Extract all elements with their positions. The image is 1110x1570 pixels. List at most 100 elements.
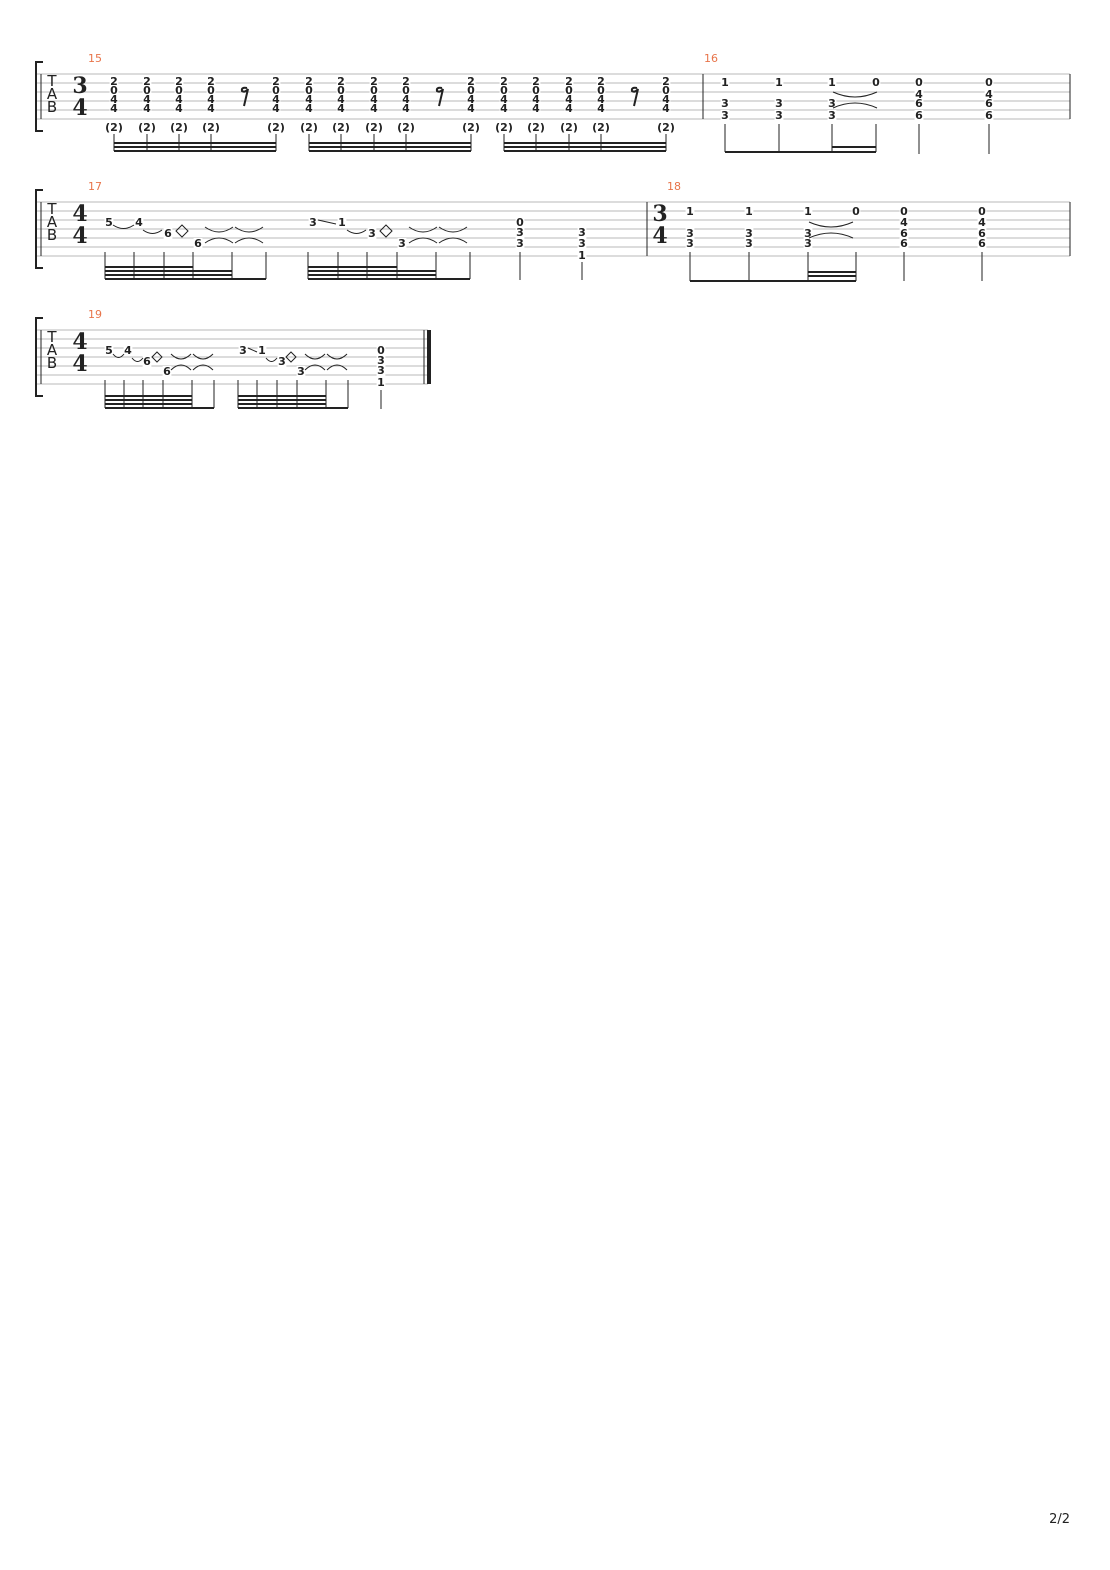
fret-number: 3 xyxy=(278,355,286,368)
fret-backdrop xyxy=(914,98,924,109)
fret-number: 0 xyxy=(532,84,540,97)
fret-number: 0 xyxy=(305,84,313,97)
fret-number: 2 xyxy=(175,75,183,88)
fret-number: 4 xyxy=(272,93,280,106)
fret-backdrop xyxy=(142,94,152,105)
fret-backdrop xyxy=(977,238,987,249)
fret-number: 0 xyxy=(402,84,410,97)
fret-backdrop xyxy=(661,85,671,96)
fret-number: 4 xyxy=(305,102,313,115)
fret-backdrop xyxy=(104,217,114,228)
fret-number: 4 xyxy=(467,102,475,115)
fret-number: 4 xyxy=(900,216,908,229)
time-signature-denominator: 4 xyxy=(652,223,667,249)
fret-backdrop xyxy=(492,122,516,133)
fret-number: 6 xyxy=(143,355,151,368)
harmonic-arc-bottom xyxy=(304,364,326,371)
harmonic-arc-top xyxy=(170,353,192,360)
tab-clef-letter: T xyxy=(46,200,57,218)
fret-number: 3 xyxy=(297,365,305,378)
fret-number: 3 xyxy=(828,97,836,110)
fret-backdrop xyxy=(466,85,476,96)
ghost-fret: (2) xyxy=(495,121,513,134)
fret-number: 2 xyxy=(467,75,475,88)
system-bracket xyxy=(35,317,43,397)
fret-number: 0 xyxy=(175,84,183,97)
fret-number: 0 xyxy=(272,84,280,97)
fret-backdrop xyxy=(134,217,144,228)
fret-backdrop xyxy=(914,77,924,88)
fret-number: 0 xyxy=(597,84,605,97)
fret-backdrop xyxy=(376,355,386,366)
fret-number: 2 xyxy=(597,75,605,88)
fret-backdrop xyxy=(899,238,909,249)
fret-backdrop xyxy=(304,85,314,96)
fret-number: 0 xyxy=(985,76,993,89)
fret-backdrop xyxy=(851,206,861,217)
fret-number: 4 xyxy=(207,93,215,106)
fret-number: 4 xyxy=(207,102,215,115)
fret-backdrop xyxy=(206,76,216,87)
fret-number: 1 xyxy=(578,249,586,262)
fret-backdrop xyxy=(984,98,994,109)
harmonic-arc-top xyxy=(192,353,214,360)
fret-backdrop xyxy=(174,94,184,105)
system-bracket xyxy=(35,189,43,269)
fret-number: 3 xyxy=(686,237,694,250)
fret-backdrop xyxy=(336,85,346,96)
sixteenth-rest xyxy=(435,86,444,107)
fret-backdrop xyxy=(871,77,881,88)
harmonic-arc-bottom xyxy=(192,364,214,371)
harmonic-arc-top xyxy=(408,226,438,233)
harmonic-arc-top xyxy=(234,226,264,233)
time-signature-numerator: 3 xyxy=(652,201,667,227)
tab-clef-letter: B xyxy=(47,354,57,372)
fret-number: 6 xyxy=(900,227,908,240)
fret-backdrop xyxy=(397,238,407,249)
fret-backdrop xyxy=(531,94,541,105)
fret-number: 4 xyxy=(467,93,475,106)
ghost-fret: (2) xyxy=(365,121,383,134)
fret-number: 3 xyxy=(745,227,753,240)
fret-number: 4 xyxy=(305,93,313,106)
fret-backdrop xyxy=(596,103,606,114)
fret-number: 4 xyxy=(662,93,670,106)
fret-number: 6 xyxy=(164,227,172,240)
fret-backdrop xyxy=(206,103,216,114)
fret-backdrop xyxy=(142,76,152,87)
fret-number: 4 xyxy=(110,102,118,115)
fret-number: 0 xyxy=(565,84,573,97)
fret-backdrop xyxy=(336,103,346,114)
slur-arc xyxy=(142,229,163,234)
fret-number: 0 xyxy=(143,84,151,97)
fret-backdrop xyxy=(401,94,411,105)
fret-backdrop xyxy=(803,228,813,239)
tab-clef-letter: T xyxy=(46,72,57,90)
fret-number: 3 xyxy=(721,109,729,122)
fret-backdrop xyxy=(297,122,321,133)
fret-backdrop xyxy=(369,85,379,96)
fret-backdrop xyxy=(109,94,119,105)
fret-number: 2 xyxy=(110,75,118,88)
ghost-fret: (2) xyxy=(332,121,350,134)
fret-backdrop xyxy=(596,85,606,96)
harmonic-arc-top xyxy=(204,226,234,233)
fret-backdrop xyxy=(329,122,353,133)
fret-number: 1 xyxy=(775,76,783,89)
fret-backdrop xyxy=(466,103,476,114)
fret-number: 3 xyxy=(775,97,783,110)
fret-backdrop xyxy=(109,103,119,114)
fret-number: 3 xyxy=(377,354,385,367)
fret-backdrop xyxy=(899,228,909,239)
sixteenth-rest xyxy=(240,86,249,107)
fret-number: 3 xyxy=(578,226,586,239)
fret-backdrop xyxy=(977,217,987,228)
fret-number: 0 xyxy=(110,84,118,97)
fret-backdrop xyxy=(685,238,695,249)
fret-number: 4 xyxy=(978,216,986,229)
fret-number: 3 xyxy=(516,226,524,239)
fret-number: 0 xyxy=(337,84,345,97)
fret-backdrop xyxy=(109,76,119,87)
fret-backdrop xyxy=(304,94,314,105)
